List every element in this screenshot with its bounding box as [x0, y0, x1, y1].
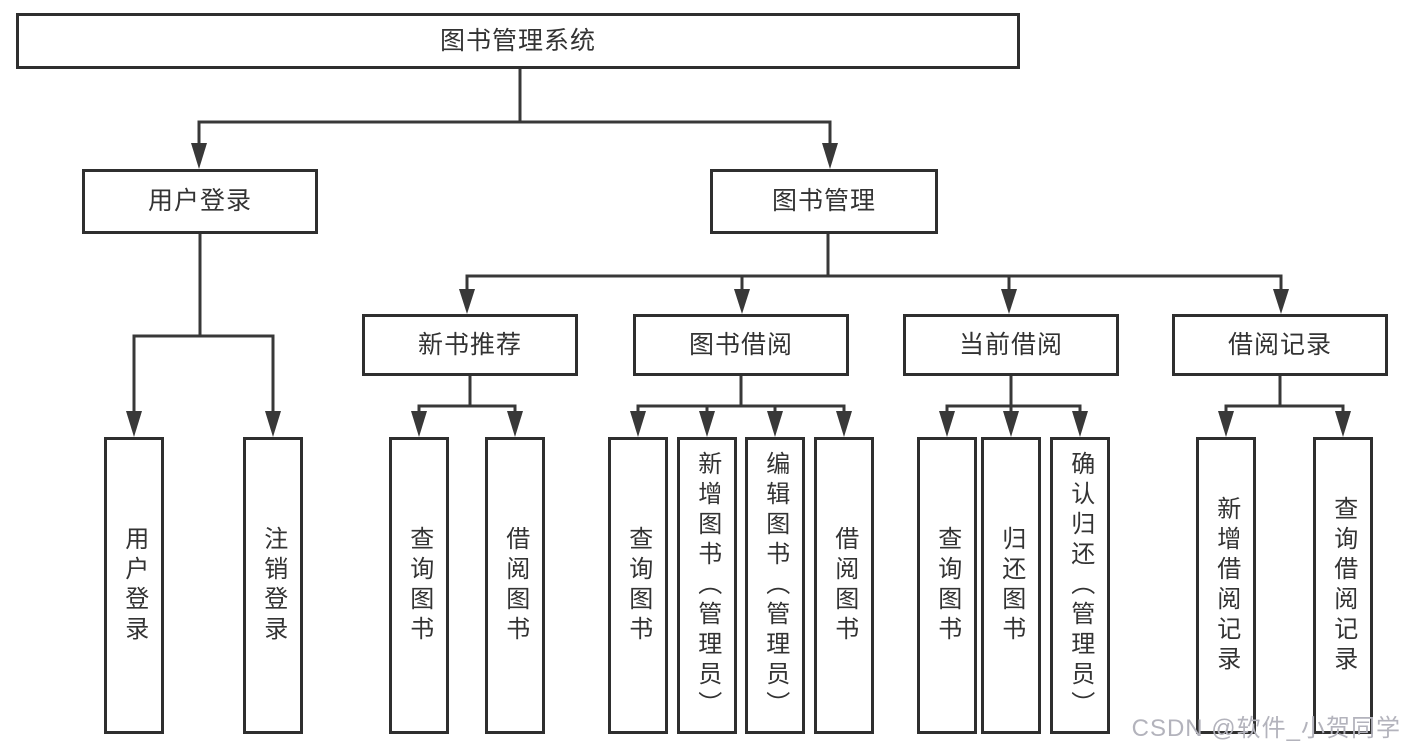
arrowhead	[734, 289, 750, 314]
node-new-book-recommend: 新书推荐	[362, 314, 578, 376]
node-borrow-records: 借阅记录	[1172, 314, 1388, 376]
node-user-login: 用户登录	[82, 169, 318, 234]
arrowhead	[822, 143, 838, 169]
connector-root-to-level1	[191, 69, 838, 169]
node-book-management: 图书管理	[710, 169, 938, 234]
arrowhead	[507, 411, 523, 437]
leaf-return-books: 归还图书	[981, 437, 1041, 734]
leaf-query-books-recommend: 查询图书	[389, 437, 449, 734]
arrowhead	[630, 411, 646, 437]
leaf-query-borrow-record: 查询借阅记录	[1313, 437, 1373, 734]
leaf-add-books-admin: 新增图书（管理员）	[677, 437, 737, 734]
watermark: CSDN @软件_小贺同学	[1131, 715, 1401, 742]
arrowhead	[1218, 411, 1234, 437]
node-library-system: 图书管理系统	[16, 13, 1020, 69]
arrowhead	[1001, 289, 1017, 314]
node-book-borrow: 图书借阅	[633, 314, 849, 376]
arrowhead	[1273, 289, 1289, 314]
connector-book-borrow-to-leaves	[630, 376, 852, 437]
leaf-confirm-return-admin: 确认归还（管理员）	[1050, 437, 1110, 734]
arrowhead	[126, 411, 142, 437]
arrowhead	[1072, 411, 1088, 437]
leaf-borrow-books-recommend: 借阅图书	[485, 437, 545, 734]
arrowhead	[459, 289, 475, 314]
connector-book-management-to-level2	[459, 234, 1289, 314]
arrowhead	[191, 143, 207, 169]
connector-new-book-recommend-to-leaves	[411, 376, 523, 437]
arrowhead	[1335, 411, 1351, 437]
arrowhead	[767, 411, 783, 437]
leaf-add-borrow-record: 新增借阅记录	[1196, 437, 1256, 734]
leaf-user-login: 用户登录	[104, 437, 164, 734]
arrowhead	[836, 411, 852, 437]
leaf-edit-books-admin: 编辑图书（管理员）	[745, 437, 805, 734]
connector-current-borrow-to-leaves	[939, 376, 1088, 437]
node-current-borrow: 当前借阅	[903, 314, 1119, 376]
leaf-logout: 注销登录	[243, 437, 303, 734]
arrowhead	[1003, 411, 1019, 437]
connector-borrow-records-to-leaves	[1218, 376, 1351, 437]
leaf-query-books-borrow: 查询图书	[608, 437, 668, 734]
arrowhead	[265, 411, 281, 437]
leaf-query-books-current: 查询图书	[917, 437, 977, 734]
arrowhead	[411, 411, 427, 437]
arrowhead	[939, 411, 955, 437]
connector-user-login-to-leaves	[126, 234, 281, 437]
leaf-borrow-books: 借阅图书	[814, 437, 874, 734]
arrowhead	[699, 411, 715, 437]
